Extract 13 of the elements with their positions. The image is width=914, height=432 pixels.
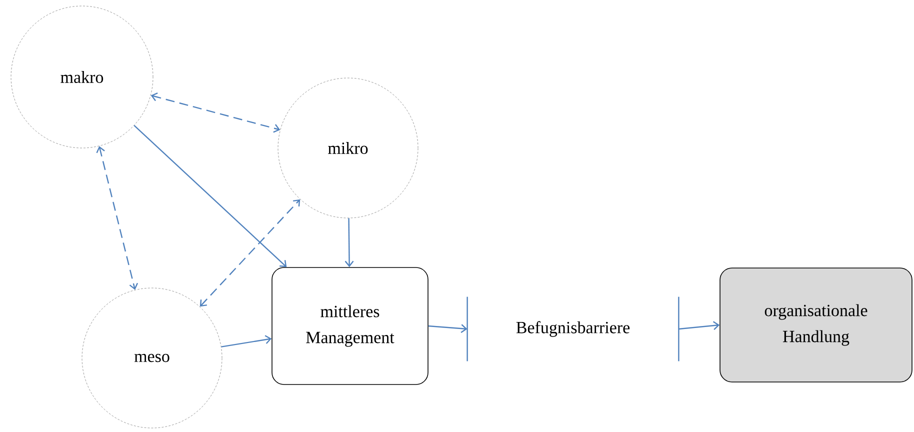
arrow [134,125,287,268]
arrow [221,335,272,348]
process-box: mittleres Management [272,267,428,385]
arrow [150,92,280,133]
circle-node: meso [82,288,222,428]
arrow [96,146,138,290]
arrow [344,218,354,268]
arrow [428,324,468,334]
arrow [200,199,300,307]
arrow [678,321,720,330]
circle-node: makro [10,6,154,148]
process-box: organisationale Handlung [720,268,912,382]
circle-node: mikro [278,78,418,218]
